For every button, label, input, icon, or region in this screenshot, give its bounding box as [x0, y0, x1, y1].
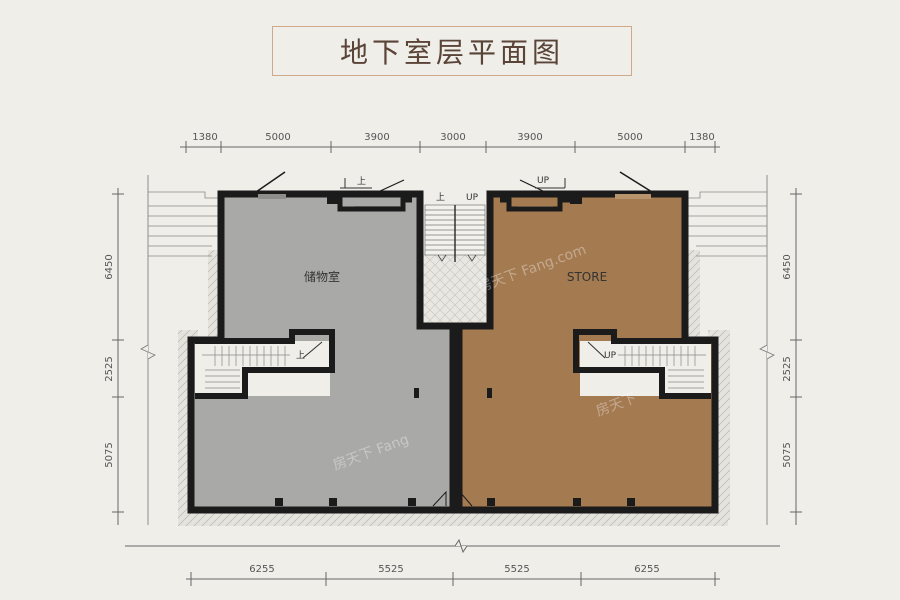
left-stair-treads [202, 346, 290, 389]
bottom-dimension-chain: 6255 5525 5525 6255 [125, 538, 780, 586]
left-dimension-chain: 6450 2525 5075 [104, 175, 156, 525]
top-dim-2: 5000 [265, 132, 290, 143]
right-top-stair-up-label: UP [537, 176, 550, 186]
bottom-dim-4: 6255 [634, 564, 659, 575]
top-dim-3: 3900 [364, 132, 389, 143]
left-dim-1: 6450 [104, 254, 115, 279]
bottom-dim-1: 6255 [249, 564, 274, 575]
center-stair-up-en: UP [466, 193, 479, 203]
top-dim-6: 5000 [617, 132, 642, 143]
bottom-dim-2: 5525 [378, 564, 403, 575]
right-dim-3: 5075 [782, 442, 793, 467]
right-room-label: STORE [567, 270, 607, 284]
exterior-steps [148, 191, 767, 257]
left-dim-3: 5075 [104, 442, 115, 467]
left-unit: 上 上 储物室 [187, 171, 457, 514]
left-room-label: 储物室 [304, 269, 340, 284]
right-dim-1: 6450 [782, 254, 793, 279]
bottom-dim-3: 5525 [504, 564, 529, 575]
page-title: 地下室层平面图 [339, 36, 564, 69]
top-dim-4: 3000 [440, 132, 465, 143]
right-unit: UP UP STORE [455, 171, 719, 514]
left-stair-wall [195, 329, 335, 399]
title-frame: 地下室层平面图 [272, 26, 632, 76]
central-stair [424, 204, 486, 262]
top-dim-7: 1380 [689, 132, 714, 143]
left-stair-up-label: 上 [296, 350, 305, 361]
right-dim-2: 2525 [782, 356, 793, 381]
right-dimension-chain: 6450 2525 5075 [759, 175, 802, 525]
top-dimension-chain: 1380 5000 3900 3000 3900 5000 1380 [180, 132, 720, 153]
right-stair-treads [618, 346, 706, 389]
top-dim-1: 1380 [192, 132, 217, 143]
top-dim-5: 3900 [517, 132, 542, 143]
center-stair-up-cn: 上 [436, 192, 445, 203]
right-stair-up-label: UP [604, 351, 617, 361]
left-dim-2: 2525 [104, 356, 115, 381]
right-stair-wall [573, 329, 711, 399]
left-top-stair-up-label: 上 [357, 176, 366, 187]
